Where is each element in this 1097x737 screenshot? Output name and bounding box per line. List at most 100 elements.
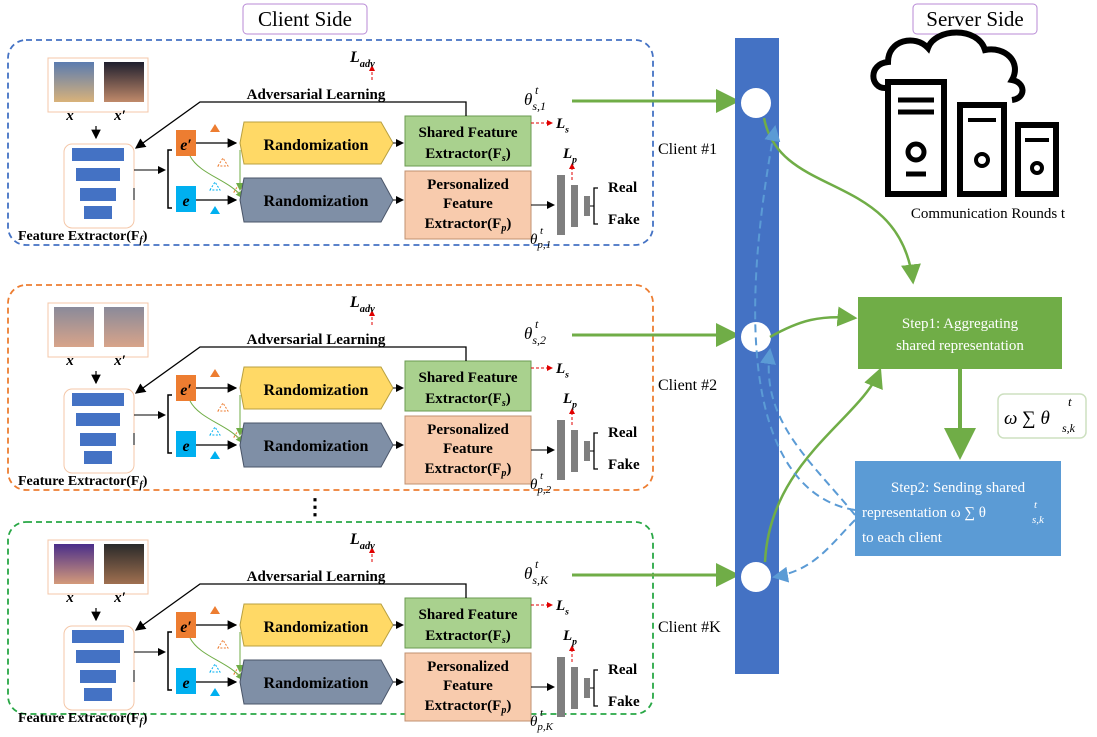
personal-extractor-line2: Feature <box>443 678 493 694</box>
trapezoid-extractor-icon <box>84 688 112 701</box>
e-prime-box <box>176 375 196 401</box>
personalized-feature-extractor <box>404 170 532 240</box>
randomization-bottom-label: Randomization <box>264 193 369 210</box>
face-photo-icon <box>54 544 94 584</box>
branch-bracket <box>167 631 172 691</box>
face-photo-icon <box>54 62 94 102</box>
e-label: e <box>182 675 189 692</box>
client-panel-border <box>7 521 654 715</box>
client2-upload-arrow <box>769 306 858 339</box>
cloud-icon <box>870 29 1026 103</box>
client1-upload-arrow <box>762 117 921 285</box>
trapezoid-extractor-icon <box>84 206 112 219</box>
orange-triangle-icon <box>210 606 220 614</box>
client-panel-border <box>7 39 654 246</box>
face-photo-icon <box>104 62 144 102</box>
client-side-title: Client Side <box>242 3 368 35</box>
e-box <box>176 431 196 457</box>
personalized-feature-extractor <box>404 652 532 722</box>
face-photo-icon <box>54 307 94 347</box>
output-bracket <box>593 669 598 707</box>
input-x-prime-label: x′ <box>113 108 126 124</box>
branch-bracket <box>167 149 172 209</box>
theta-s-label: θs,Kt <box>524 557 549 587</box>
theta-s-label: θs,2t <box>524 317 546 347</box>
trapezoid-extractor-icon <box>84 451 112 464</box>
personalized-feature-extractor <box>404 415 532 485</box>
cross-green-arrow <box>189 400 244 444</box>
output-bracket <box>593 432 598 470</box>
loss-p-label: Lp <box>562 628 577 648</box>
blue-triangle-icon <box>210 688 220 696</box>
trapezoid-extractor-icon <box>80 670 116 683</box>
step1-line2: shared representation <box>896 338 1024 354</box>
classifier-layer-1 <box>557 420 565 480</box>
e-prime-box <box>176 612 196 638</box>
client-label: Client #K <box>658 619 721 636</box>
input-x-prime-label: x′ <box>113 590 126 606</box>
client-side-title-text: Client Side <box>258 7 352 31</box>
step2-line1: Step2: Sending shared <box>891 480 1026 496</box>
shared-extractor-line2: Extractor(Fs) <box>425 146 511 164</box>
client2-node <box>741 322 771 352</box>
adversarial-path <box>134 101 467 149</box>
client-label: Client #1 <box>658 141 717 158</box>
server-side-title-text: Server Side <box>926 7 1023 31</box>
personal-extractor-line2: Feature <box>443 441 493 457</box>
clientK-upload-arrow <box>763 367 883 563</box>
classifier-layer-3 <box>584 196 590 216</box>
input-x-label: x <box>65 590 74 606</box>
trapezoid-extractor-icon <box>80 433 116 446</box>
dashed-blue-triangle-icon <box>209 663 221 673</box>
step2-sub: s,k <box>1032 514 1045 526</box>
randomization-bottom-label: Randomization <box>264 675 369 692</box>
fake-label: Fake <box>608 457 640 473</box>
cross-green-arrow <box>189 155 244 199</box>
e-box <box>176 668 196 694</box>
shared-extractor-line2: Extractor(Fs) <box>425 628 511 646</box>
sum-sup: t <box>1068 394 1072 409</box>
feature-extractor-frame <box>63 388 135 474</box>
randomization-top-label: Randomization <box>264 382 369 399</box>
trapezoid-extractor-icon <box>76 650 120 663</box>
sum-sub: s,k <box>1062 421 1076 435</box>
clients-ellipsis: ⋮ <box>304 494 326 519</box>
personal-extractor-line1: Personalized <box>427 422 509 438</box>
e-label: e <box>182 193 189 210</box>
classifier-layer-3 <box>584 441 590 461</box>
client-panel-border <box>7 284 654 491</box>
classifier-layer-3 <box>584 678 590 698</box>
randomization-bottom-label: Randomization <box>264 438 369 455</box>
send-to-clientK-arrow <box>772 519 856 583</box>
blue-triangle-icon <box>210 451 220 459</box>
trapezoid-extractor-icon <box>72 148 124 161</box>
randomization-bottom <box>239 659 394 705</box>
client-label: Client #2 <box>658 377 717 394</box>
loss-adv-label: Ladv <box>349 49 375 70</box>
personal-extractor-line1: Personalized <box>427 177 509 193</box>
adversarial-label: Adversarial Learning <box>247 569 386 585</box>
branch-bracket <box>167 394 172 454</box>
output-bracket <box>593 187 598 225</box>
client1-node <box>741 88 771 118</box>
sum-formula: ω ∑ θ <box>1004 408 1050 429</box>
send-to-client1-arrow <box>754 125 856 511</box>
loss-adv-label: Ladv <box>349 294 375 315</box>
shared-feature-extractor <box>404 115 532 167</box>
input-x-label: x <box>65 353 74 369</box>
classifier-layer-2 <box>571 430 578 472</box>
orange-triangle-icon <box>210 369 220 377</box>
adversarial-label: Adversarial Learning <box>247 87 386 103</box>
blue-triangle-icon <box>210 206 220 214</box>
server-side-title: Server Side <box>912 3 1038 35</box>
dashed-orange-triangle-icon <box>217 157 229 167</box>
feature-extractor-frame <box>63 625 135 711</box>
dashed-orange-triangle-icon <box>217 402 229 412</box>
shared-feature-extractor <box>404 360 532 412</box>
real-label: Real <box>608 180 637 196</box>
shared-extractor-line2: Extractor(Fs) <box>425 391 511 409</box>
loss-p-label: Lp <box>562 391 577 411</box>
shared-extractor-line1: Shared Feature <box>418 125 517 141</box>
